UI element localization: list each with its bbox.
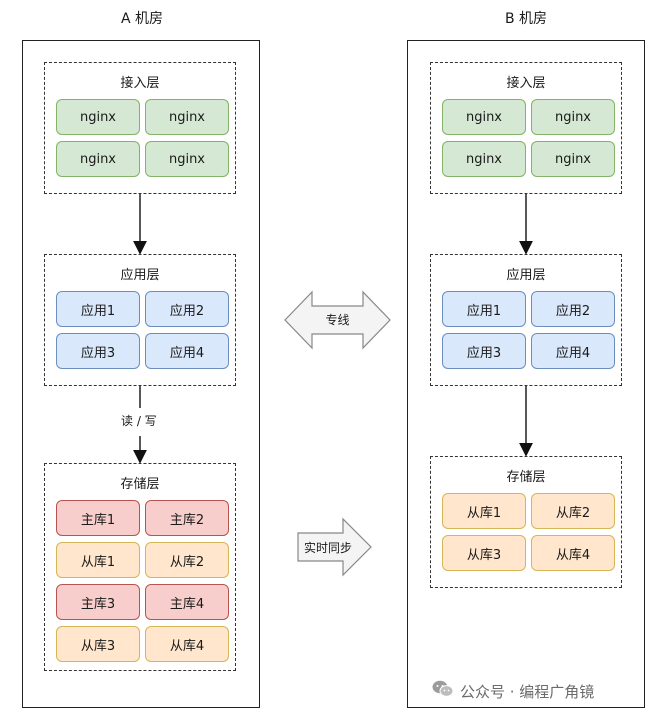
- watermark-text: 公众号 · 编程广角镜: [460, 682, 595, 701]
- room-a-storage-layer: 存储层 主库1 主库2 从库1 从库2 主库3 主库4 从库3 从库4: [44, 463, 236, 671]
- slave-db-node: 从库4: [145, 626, 229, 662]
- slave-db-node: 从库3: [442, 535, 526, 571]
- access-layer-title: 接入层: [120, 76, 160, 91]
- slave-db-node: 从库2: [531, 493, 615, 529]
- realtime-sync-arrow: [297, 517, 372, 577]
- nginx-node: nginx: [56, 99, 140, 135]
- master-db-node: 主库2: [145, 500, 229, 536]
- slave-db-node: 从库2: [145, 542, 229, 578]
- app-node: 应用1: [442, 291, 526, 327]
- slave-db-node: 从库3: [56, 626, 140, 662]
- storage-layer-title: 存储层: [506, 470, 546, 485]
- storage-layer-title: 存储层: [120, 477, 160, 492]
- dedicated-line-arrow: [284, 290, 391, 350]
- slave-db-node: 从库1: [56, 542, 140, 578]
- room-b-app-layer: 应用层 应用1 应用2 应用3 应用4: [430, 254, 622, 386]
- slave-db-node: 从库4: [531, 535, 615, 571]
- wechat-icon: [432, 680, 454, 702]
- app-node: 应用2: [145, 291, 229, 327]
- access-layer-title: 接入层: [506, 76, 546, 91]
- nginx-node: nginx: [145, 99, 229, 135]
- dedicated-line-label: 专线: [325, 313, 350, 327]
- app-node: 应用4: [145, 333, 229, 369]
- app-node: 应用4: [531, 333, 615, 369]
- read-write-label: 读 / 写: [119, 412, 159, 429]
- master-db-node: 主库4: [145, 584, 229, 620]
- nginx-node: nginx: [531, 99, 615, 135]
- room-b-storage-layer: 存储层 从库1 从库2 从库3 从库4: [430, 456, 622, 588]
- room-a-title: A 机房: [120, 11, 164, 27]
- app-node: 应用2: [531, 291, 615, 327]
- room-a-access-layer: 接入层 nginx nginx nginx nginx: [44, 62, 236, 194]
- nginx-node: nginx: [531, 141, 615, 177]
- room-a-app-layer: 应用层 应用1 应用2 应用3 应用4: [44, 254, 236, 386]
- room-b-access-layer: 接入层 nginx nginx nginx nginx: [430, 62, 622, 194]
- slave-db-node: 从库1: [442, 493, 526, 529]
- realtime-sync-label: 实时同步: [303, 541, 352, 555]
- nginx-node: nginx: [442, 99, 526, 135]
- app-layer-title: 应用层: [506, 268, 546, 283]
- app-layer-title: 应用层: [120, 268, 160, 283]
- app-node: 应用1: [56, 291, 140, 327]
- app-node: 应用3: [56, 333, 140, 369]
- room-b-title: B 机房: [504, 11, 548, 27]
- watermark: 公众号 · 编程广角镜: [432, 680, 594, 702]
- nginx-node: nginx: [442, 141, 526, 177]
- master-db-node: 主库3: [56, 584, 140, 620]
- app-node: 应用3: [442, 333, 526, 369]
- nginx-node: nginx: [56, 141, 140, 177]
- nginx-node: nginx: [145, 141, 229, 177]
- master-db-node: 主库1: [56, 500, 140, 536]
